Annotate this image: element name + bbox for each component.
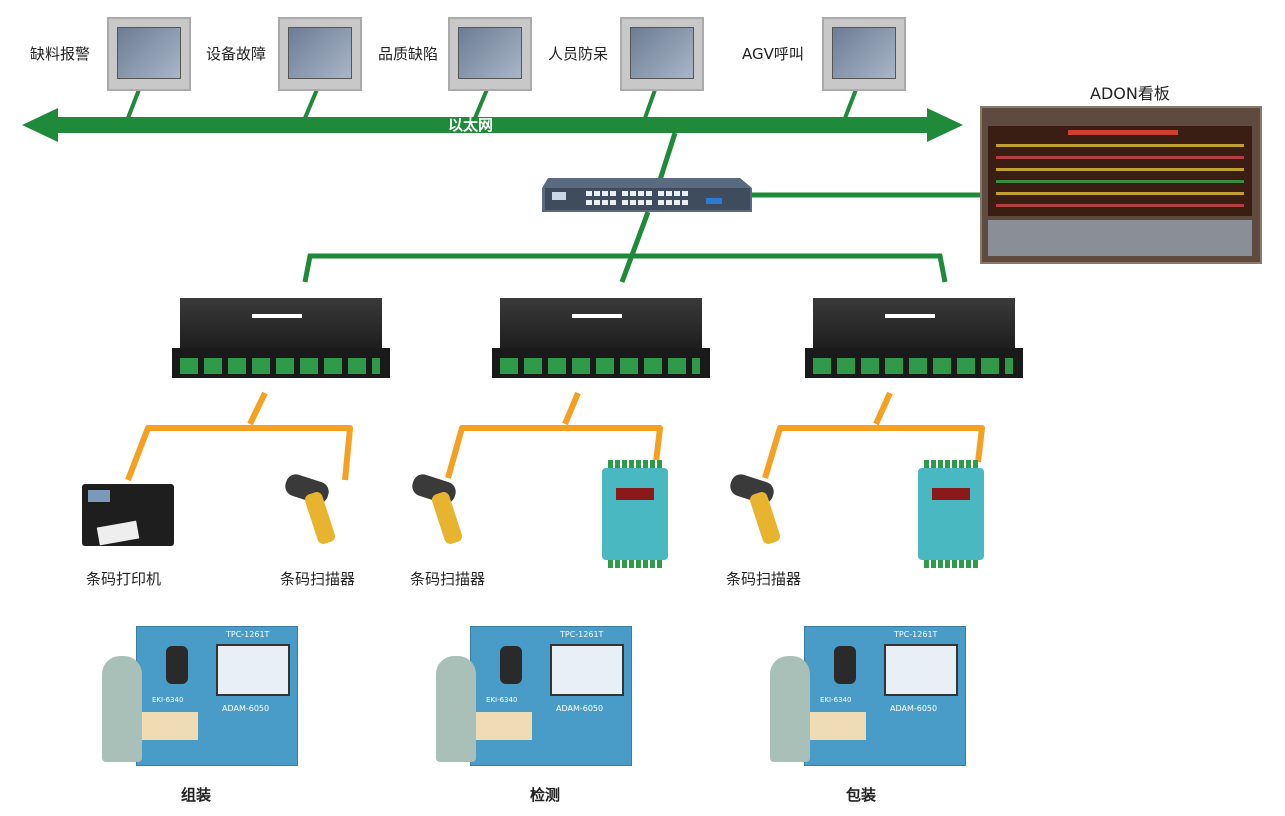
panel-label: TPC-1261T xyxy=(894,630,938,639)
device-label: 条码扫描器 xyxy=(726,570,802,588)
module-label: EKI-6340 xyxy=(486,696,518,704)
ethernet-bus xyxy=(22,108,963,142)
serial-links xyxy=(125,391,985,482)
monitor-icon xyxy=(448,17,532,91)
scanner-icon xyxy=(282,471,347,550)
io-label: ADAM-6050 xyxy=(222,704,270,713)
io-label: ADAM-6050 xyxy=(890,704,938,713)
andon-board-title: ADON看板 xyxy=(1090,84,1170,103)
ethernet-label: 以太网 xyxy=(448,116,494,134)
io-label: ADAM-6050 xyxy=(556,704,604,713)
counter-module-1 xyxy=(602,460,668,570)
station-label: 组装 xyxy=(181,786,212,804)
monitor-icon xyxy=(620,17,704,91)
device-label: 条码打印机 xyxy=(86,570,162,588)
terminal-label: 人员防呆 xyxy=(548,45,609,63)
counter-module-2 xyxy=(918,460,984,570)
station-label: 检测 xyxy=(530,786,561,804)
switch-links xyxy=(302,132,985,283)
monitor-icon xyxy=(107,17,191,91)
monitor-icon xyxy=(822,17,906,91)
module-label: EKI-6340 xyxy=(152,696,184,704)
serial-server-1 xyxy=(172,298,390,380)
device-label: 条码扫描器 xyxy=(410,570,486,588)
terminal-label: 缺料报警 xyxy=(30,45,91,63)
device-label: 条码扫描器 xyxy=(280,570,356,588)
station-label: 包装 xyxy=(846,786,877,804)
serial-server-3 xyxy=(805,298,1023,380)
andon-board xyxy=(980,106,1262,264)
scanner-icon xyxy=(727,471,792,550)
serial-server-2 xyxy=(492,298,710,380)
terminal-label: 设备故障 xyxy=(206,45,267,63)
workstation-illustration: TPC-1261T EKI-6340 ADAM-6050 xyxy=(436,600,634,766)
terminal-label: AGV呼叫 xyxy=(742,45,804,63)
terminal-label: 品质缺陷 xyxy=(378,45,439,63)
monitor-icon xyxy=(278,17,362,91)
panel-label: TPC-1261T xyxy=(226,630,270,639)
terminal-links xyxy=(126,86,859,119)
panel-label: TPC-1261T xyxy=(560,630,604,639)
workstation-illustration: TPC-1261T EKI-6340 ADAM-6050 xyxy=(770,600,968,766)
network-switch xyxy=(542,178,752,212)
scanner-icon xyxy=(409,471,474,550)
module-label: EKI-6340 xyxy=(820,696,852,704)
printer-icon xyxy=(82,476,174,546)
workstation-illustration: TPC-1261T EKI-6340 ADAM-6050 xyxy=(102,600,300,766)
